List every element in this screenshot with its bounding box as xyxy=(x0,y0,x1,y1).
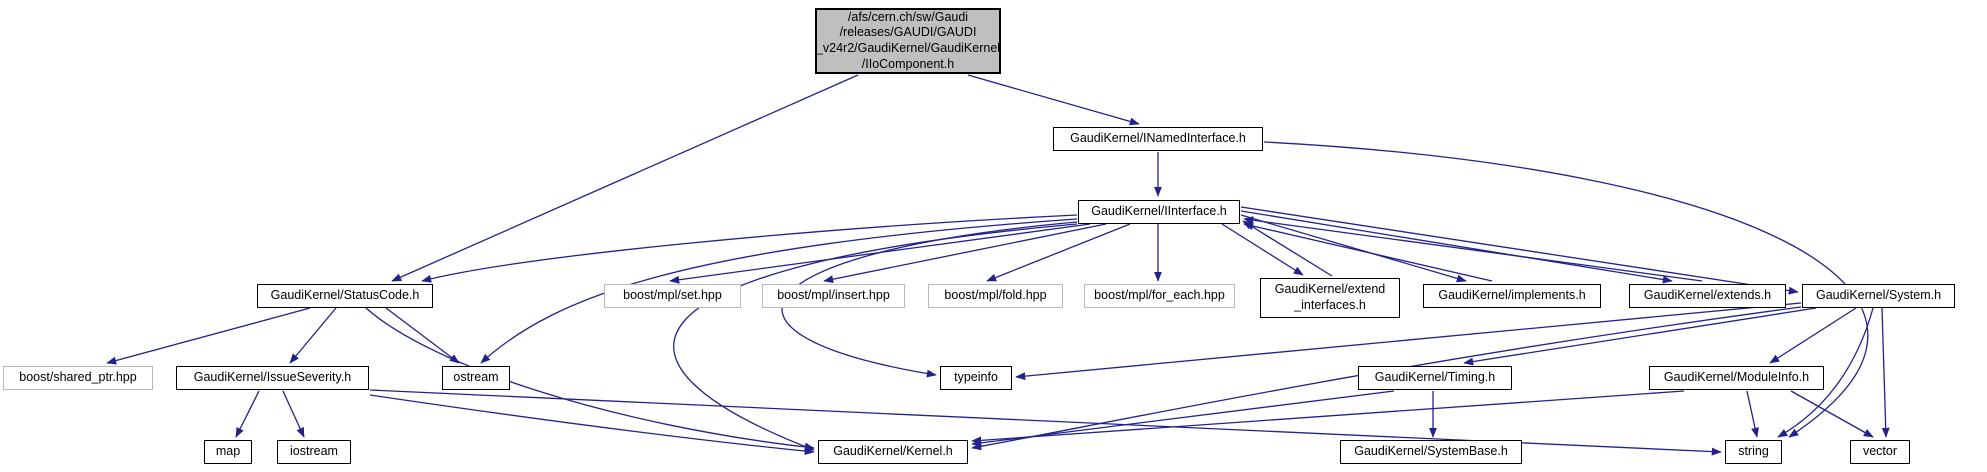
node-shared_ptr: boost/shared_ptr.hpp xyxy=(3,366,153,390)
node-SystemBase[interactable]: GaudiKernel/SystemBase.h xyxy=(1340,440,1522,464)
include-edge-IIoComponent-to-StatusCode xyxy=(391,74,859,282)
include-edge-StatusCode-to-ostream xyxy=(385,307,460,364)
node-IssueSeverity[interactable]: GaudiKernel/IssueSeverity.h xyxy=(176,366,369,390)
include-edge-System-to-string xyxy=(1777,307,1874,438)
node-Kernel[interactable]: GaudiKernel/Kernel.h xyxy=(818,440,968,464)
include-edge-IInterface-to-extend_interfaces xyxy=(1221,223,1304,276)
include-edge-IInterface-to-mpl_insert xyxy=(823,223,1107,284)
include-edge-System-to-Timing xyxy=(1463,307,1817,366)
node-INamedInterface[interactable]: GaudiKernel/INamedInterface.h xyxy=(1053,127,1263,151)
node-mpl_fold: boost/mpl/fold.hpp xyxy=(928,284,1063,308)
include-edge-ModuleInfo-to-string xyxy=(1746,390,1759,438)
node-iostream: iostream xyxy=(277,440,351,464)
node-map: map xyxy=(204,440,252,464)
include-edge-ModuleInfo-to-Kernel xyxy=(971,390,1685,445)
node-typeinfo: typeinfo xyxy=(940,366,1012,390)
include-edge-IInterface-to-System xyxy=(1240,206,1799,295)
node-vector: vector xyxy=(1850,440,1910,464)
include-edge-System-to-ModuleInfo xyxy=(1769,307,1857,364)
include-edge-IInterface-to-mpl_fold xyxy=(986,223,1131,282)
include-edge-System-to-vector xyxy=(1881,307,1890,438)
include-edge-IInterface-to-Kernel xyxy=(673,223,1078,451)
include-edge-IInterface-to-mpl_set xyxy=(669,223,1091,284)
include-edge-IInterface-to-implements xyxy=(1240,214,1467,283)
include-edge-IInterface-to-StatusCode xyxy=(421,214,1078,283)
node-System[interactable]: GaudiKernel/System.h xyxy=(1802,284,1955,308)
include-edge-IssueSeverity-to-Kernel xyxy=(369,394,815,456)
node-extend_interfaces[interactable]: GaudiKernel/extend _interfaces.h xyxy=(1260,278,1400,318)
node-ostream: ostream xyxy=(442,366,510,390)
include-edge-StatusCode-to-IssueSeverity xyxy=(289,307,337,364)
node-mpl_insert: boost/mpl/insert.hpp xyxy=(762,284,905,308)
node-Timing[interactable]: GaudiKernel/Timing.h xyxy=(1358,366,1512,390)
node-string: string xyxy=(1725,440,1782,464)
include-edge-IInterface-to-extends xyxy=(1240,210,1673,284)
include-edge-INamedInterface-to-string xyxy=(1263,141,1869,438)
include-edge-System-to-typeinfo xyxy=(1015,302,1802,381)
include-edge-StatusCode-to-Kernel xyxy=(365,307,815,451)
include-edge-Timing-to-Kernel xyxy=(971,390,1395,447)
node-mpl_for_each: boost/mpl/for_each.hpp xyxy=(1084,284,1235,308)
include-edge-ModuleInfo-to-vector xyxy=(1790,390,1874,438)
include-edge-IInterface-to-ostream xyxy=(480,218,1078,364)
node-IInterface[interactable]: GaudiKernel/IInterface.h xyxy=(1078,200,1240,224)
include-edge-extend_interfaces-to-IInterface xyxy=(1242,220,1333,277)
include-edge-extends-to-IInterface xyxy=(1243,216,1703,282)
node-mpl_set: boost/mpl/set.hpp xyxy=(604,284,741,308)
node-implements[interactable]: GaudiKernel/implements.h xyxy=(1423,284,1601,308)
node-extends[interactable]: GaudiKernel/extends.h xyxy=(1629,284,1786,308)
include-edge-implements-to-IInterface xyxy=(1243,222,1493,282)
node-IIoComponent: /afs/cern.ch/sw/Gaudi /releases/GAUDI/GA… xyxy=(815,8,1001,74)
include-edge-IssueSeverity-to-iostream xyxy=(282,390,305,438)
node-ModuleInfo[interactable]: GaudiKernel/ModuleInfo.h xyxy=(1649,366,1824,390)
include-edge-IssueSeverity-to-map xyxy=(235,390,260,438)
node-StatusCode[interactable]: GaudiKernel/StatusCode.h xyxy=(257,284,433,308)
include-edge-StatusCode-to-shared_ptr xyxy=(106,307,311,365)
include-edge-IIoComponent-to-INamedInterface xyxy=(967,74,1140,126)
